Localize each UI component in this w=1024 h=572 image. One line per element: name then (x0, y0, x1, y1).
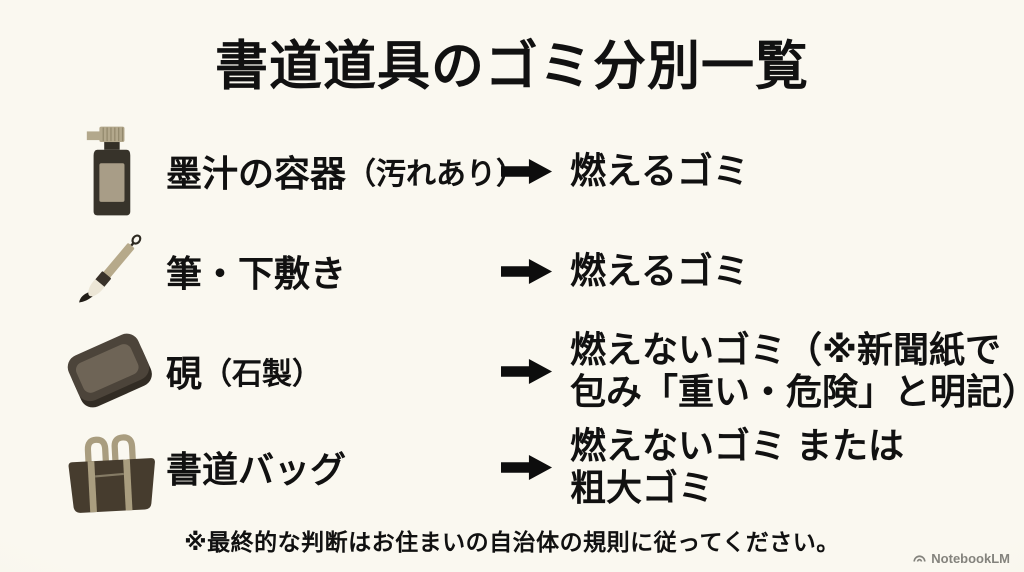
item-label: 墨汁の容器（汚れあり） (166, 123, 526, 219)
item-label: 書道バッグ (166, 419, 492, 515)
item-label: 筆・下敷き (166, 223, 492, 319)
disposal-result-line: 包み「重い・危険」と明記） (570, 371, 1024, 412)
arrow-right-icon (490, 419, 564, 515)
item-label-main: 墨汁の容器 (166, 153, 347, 194)
item-label-main: 硯 (166, 353, 203, 394)
disposal-result-line: 燃えないゴミ（※新聞紙で (570, 329, 1001, 371)
watermark: NotebookLM (912, 551, 1010, 566)
item-label-note: （石製） (202, 358, 323, 391)
table-row: 墨汁の容器（汚れあり） 燃えるゴミ (0, 123, 1024, 219)
arrow-right-icon (490, 323, 564, 419)
page-title: 書道道具のゴミ分別一覧 (215, 37, 809, 96)
notebooklm-logo-icon (913, 555, 926, 562)
disposal-result-line: 燃えるゴミ (570, 250, 749, 292)
table-row: 書道バッグ 燃えないゴミ または 粗大ゴミ (0, 419, 1024, 515)
calligraphy-bag-icon (54, 419, 166, 515)
table-row: 硯（石製） 燃えないゴミ（※新聞紙で 包み「重い・危険」と明記） (0, 323, 1024, 419)
arrow-right-icon (490, 123, 564, 219)
table-row: 筆・下敷き 燃えるゴミ (0, 223, 1024, 319)
watermark-label: NotebookLM (931, 551, 1010, 566)
inkstone-icon (54, 323, 166, 419)
disposal-result: 燃えないゴミ（※新聞紙で 包み「重い・危険」と明記） (570, 323, 1024, 419)
footer-note: ※最終的な判断はお住まいの自治体の規則に従ってください。 (184, 529, 840, 555)
disposal-result: 燃えるゴミ (570, 123, 1018, 219)
disposal-result-line: 燃えるゴミ (570, 150, 749, 192)
arrow-right-icon (490, 223, 564, 319)
disposal-result-line: 粗大ゴミ (570, 467, 715, 508)
item-label-note: （汚れあり） (346, 158, 527, 191)
disposal-result: 燃えないゴミ または 粗大ゴミ (570, 419, 1018, 515)
item-label-main: 筆・下敷き (166, 253, 347, 294)
disposal-result-line: 燃えないゴミ または (570, 425, 905, 467)
disposal-result: 燃えるゴミ (570, 223, 1018, 319)
item-label-main: 書道バッグ (166, 449, 347, 490)
calligraphy-brush-icon (54, 223, 166, 319)
item-label: 硯（石製） (166, 323, 492, 419)
ink-bottle-icon (54, 123, 166, 219)
